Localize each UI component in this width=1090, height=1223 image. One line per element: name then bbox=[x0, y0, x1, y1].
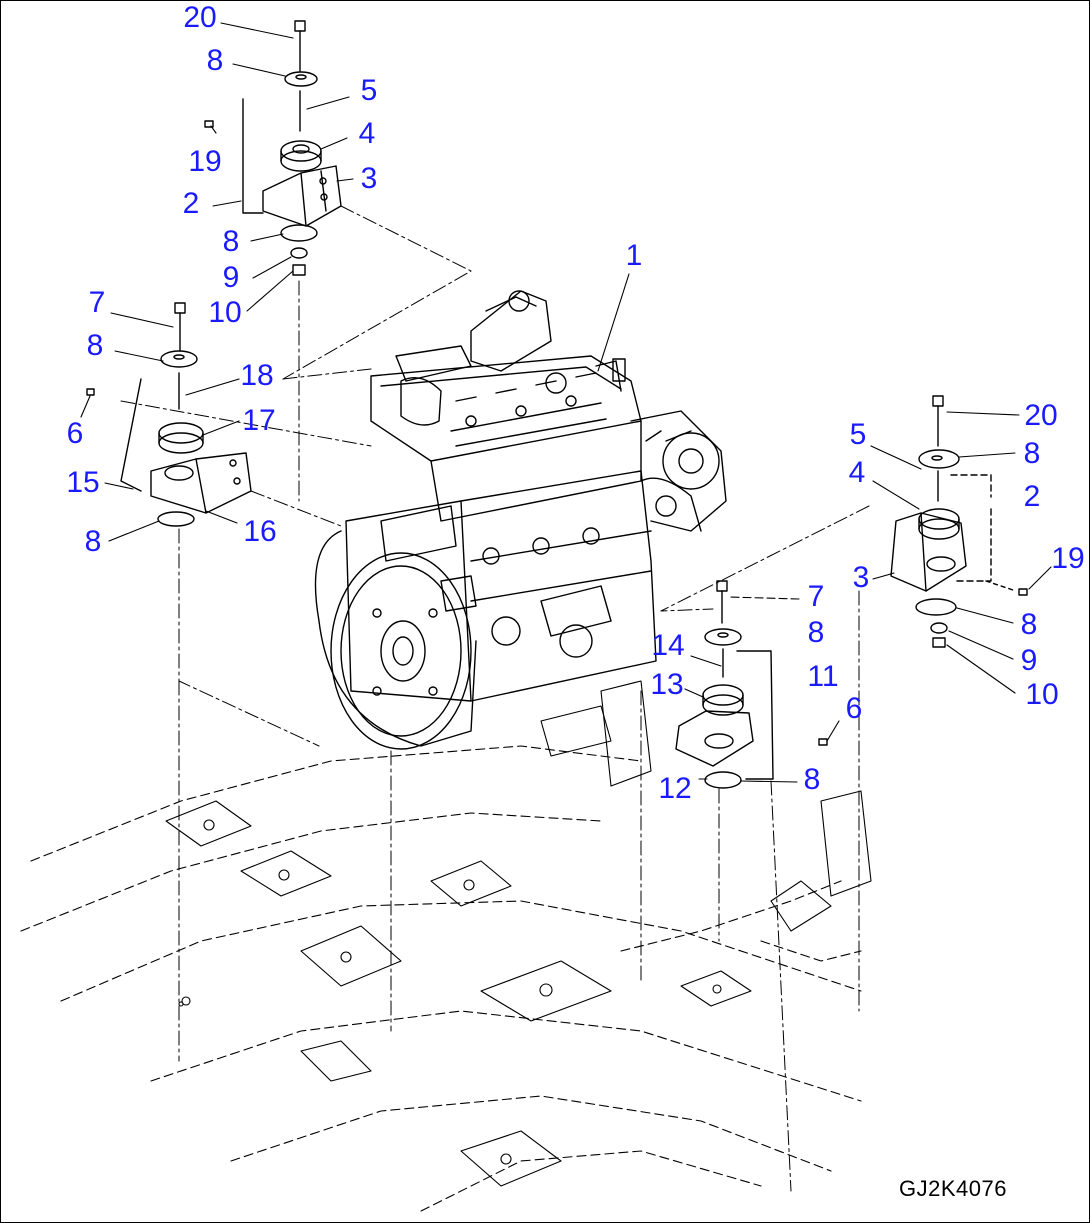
callout-rubber-11: 11 bbox=[807, 660, 839, 693]
callout-washer-8-rear-bottom: 8 bbox=[84, 525, 102, 558]
callout-bolt-6-right: 6 bbox=[845, 692, 863, 725]
callout-bolt-20-right: 20 bbox=[1024, 399, 1058, 432]
callout-washer-9-right: 9 bbox=[1020, 644, 1038, 677]
drawing-code: GJ2K4076 bbox=[899, 1176, 1007, 1201]
callout-nut-10-right: 10 bbox=[1025, 678, 1059, 711]
callout-washer-8-right-mid: 8 bbox=[1020, 608, 1038, 641]
callout-bracket-16: 16 bbox=[243, 515, 277, 548]
rear-right-mount bbox=[675, 580, 828, 789]
callout-engine-1: 1 bbox=[625, 239, 643, 272]
callout-rubber-4-left: 4 bbox=[358, 117, 376, 150]
callout-bracket-3-left: 3 bbox=[360, 162, 378, 195]
frame-linework bbox=[20, 745, 862, 1212]
callout-bracket-2-right: 2 bbox=[1023, 480, 1041, 513]
frame-parts bbox=[165, 680, 872, 1187]
callout-bolt-6-left: 6 bbox=[66, 417, 84, 450]
centerlines bbox=[120, 205, 870, 1192]
callout-bolt-7-right: 7 bbox=[807, 580, 825, 613]
callout-bracket-15: 15 bbox=[66, 466, 100, 499]
callout-collar-14: 14 bbox=[651, 629, 685, 662]
callout-washer-8-top: 8 bbox=[206, 44, 224, 77]
engine-block bbox=[314, 290, 727, 750]
callout-rubber-17: 17 bbox=[242, 404, 276, 437]
callout-bracket-3-right: 3 bbox=[852, 561, 870, 594]
callout-washer-8-right-top: 8 bbox=[1023, 437, 1041, 470]
callout-bolt-7-left: 7 bbox=[88, 286, 106, 319]
callout-rubber-4-right: 4 bbox=[848, 456, 866, 489]
callout-bolt-19-right: 19 bbox=[1051, 542, 1085, 575]
callout-washer-9-left: 9 bbox=[222, 261, 240, 294]
callout-nut-10-left: 10 bbox=[208, 296, 242, 329]
callout-washer-8-rear-right-top: 8 bbox=[807, 616, 825, 649]
callout-bolt-20-left: 20 bbox=[183, 1, 217, 34]
callout-washer-8-rear-top: 8 bbox=[86, 329, 104, 362]
callout-washer-8-mid: 8 bbox=[222, 225, 240, 258]
front-left-mount bbox=[204, 20, 342, 276]
callout-collar-5-right: 5 bbox=[849, 418, 867, 451]
callout-washer-8-rear-right-bottom: 8 bbox=[803, 763, 821, 796]
callout-bolt-19-left: 19 bbox=[188, 145, 222, 178]
callout-bracket-2-left: 2 bbox=[182, 187, 200, 220]
callout-collar-5-left: 5 bbox=[360, 74, 378, 107]
leader-lines bbox=[80, 22, 1052, 783]
callout-bracket-12: 12 bbox=[658, 772, 692, 805]
callout-rubber-13: 13 bbox=[650, 668, 684, 701]
rear-left-mount bbox=[86, 302, 252, 527]
front-right-mount bbox=[890, 395, 1028, 648]
callout-collar-18: 18 bbox=[240, 359, 274, 392]
